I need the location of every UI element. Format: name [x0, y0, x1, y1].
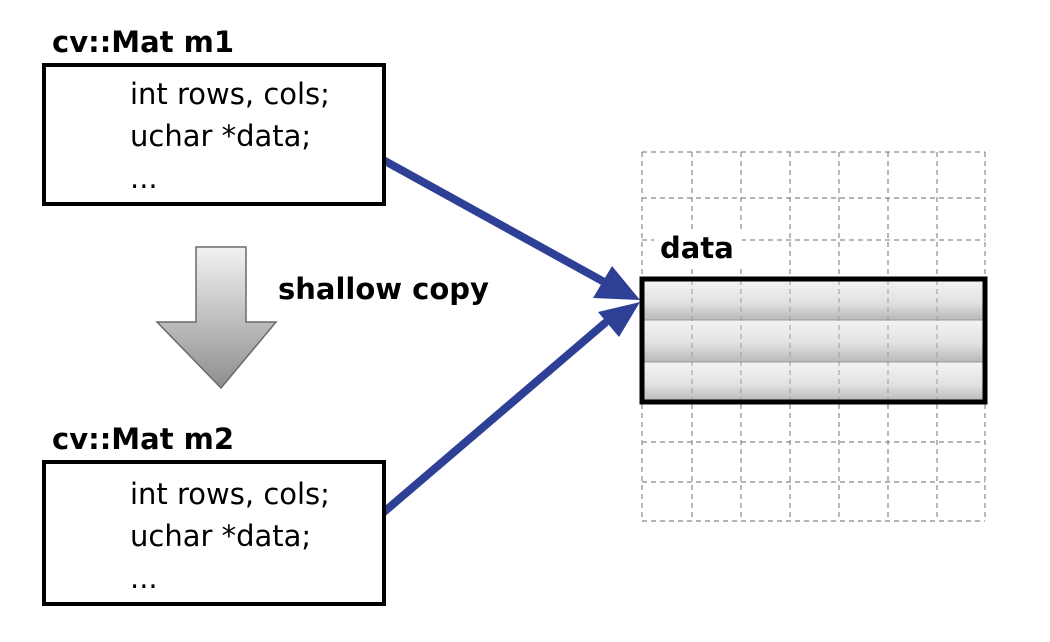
- struct-title-m2: cv::Mat m2: [52, 422, 235, 456]
- data-label: data: [654, 232, 742, 267]
- field-data-pointer: uchar *data;: [130, 519, 312, 553]
- data-region-row: [642, 280, 984, 320]
- field-ellipsis: ...: [130, 161, 158, 195]
- field-rows-cols: int rows, cols;: [130, 477, 330, 511]
- data-region-row: [642, 320, 984, 362]
- field-data-pointer: uchar *data;: [130, 119, 312, 153]
- struct-box-m2: int rows, cols; uchar *data; ...: [42, 460, 386, 606]
- field-rows-cols: int rows, cols;: [130, 77, 330, 111]
- field-ellipsis: ...: [130, 561, 158, 595]
- shallow-copy-label: shallow copy: [278, 272, 489, 306]
- data-region-cell-lines: [642, 280, 985, 402]
- data-region-border: [639, 276, 988, 405]
- pointer-arrow-m2: [344, 302, 640, 547]
- data-region: [639, 276, 988, 405]
- down-arrow-icon: [155, 246, 278, 390]
- struct-title-m1: cv::Mat m1: [52, 25, 235, 59]
- struct-box-m1: int rows, cols; uchar *data; ...: [42, 63, 386, 206]
- data-region-row: [642, 362, 984, 402]
